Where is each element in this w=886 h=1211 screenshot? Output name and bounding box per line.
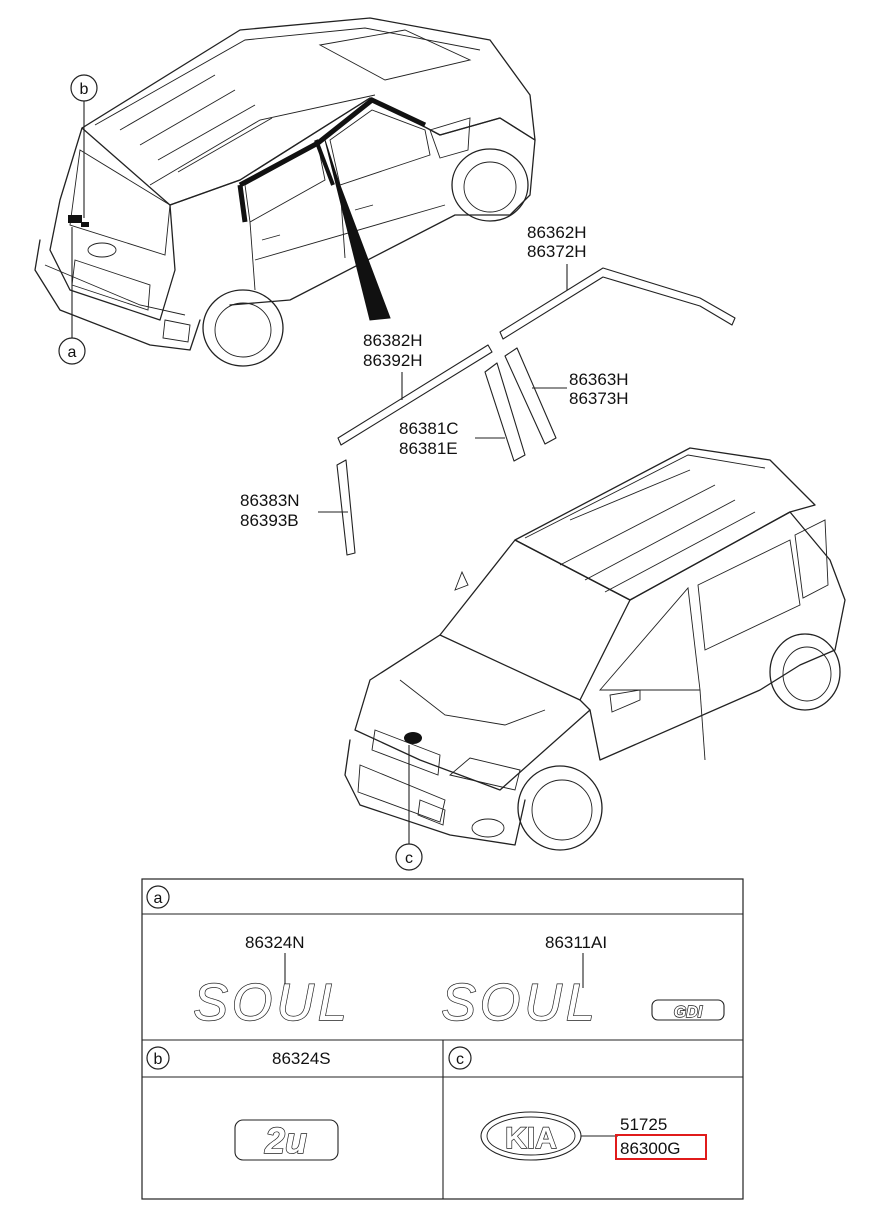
svg-text:86372H: 86372H [527,242,587,261]
gdi-badge [651,999,725,1021]
2u-emblem [234,1119,339,1161]
svg-text:51725: 51725 [620,1115,667,1134]
svg-text:86392H: 86392H [363,351,423,370]
rear-car-illustration [34,17,536,367]
svg-text:86300G: 86300G [620,1139,681,1158]
svg-text:c: c [456,1051,464,1068]
callout-c: c [395,745,423,871]
svg-text:86324N: 86324N [245,933,305,952]
svg-text:c: c [405,850,413,867]
svg-text:GDI: GDI [674,1004,703,1021]
svg-text:86381E: 86381E [399,439,458,458]
section-b: b 86324S 2u [146,1046,339,1162]
front-car-illustration [344,447,846,851]
molding-parts [336,267,736,556]
svg-text:2u: 2u [264,1120,307,1161]
section-a: a 86324N SOUL 86311AI SOUL GDI [146,885,725,1033]
svg-text:KIA: KIA [505,1122,557,1155]
highlight-86300G [615,1134,707,1160]
svg-text:86383N: 86383N [240,491,300,510]
callout-a: a [58,227,86,365]
svg-text:86324S: 86324S [272,1049,331,1068]
label-86383N: 86383N 86393B [240,491,348,530]
label-86381C: 86381C 86381E [399,419,505,458]
svg-text:86393B: 86393B [240,511,299,530]
svg-text:a: a [154,890,163,907]
label-86362H: 86362H 86372H [527,223,587,290]
soul-emblem-86311AI: SOUL [441,974,599,1032]
svg-text:86373H: 86373H [569,389,629,408]
svg-text:b: b [80,81,89,98]
svg-text:86362H: 86362H [527,223,587,242]
svg-text:86382H: 86382H [363,331,423,350]
svg-text:86363H: 86363H [569,370,629,389]
label-86363H: 86363H 86373H [532,370,629,408]
section-c: c KIA 51725 86300G [448,1046,707,1161]
label-86382H: 86382H 86392H [363,331,423,400]
svg-text:86311AI: 86311AI [545,933,607,952]
svg-text:86381C: 86381C [399,419,459,438]
soul-emblem-86324N: SOUL [193,974,351,1032]
svg-text:a: a [68,344,77,361]
callout-b: b [70,74,98,218]
svg-text:b: b [154,1051,163,1068]
emblem-table [141,878,744,1200]
